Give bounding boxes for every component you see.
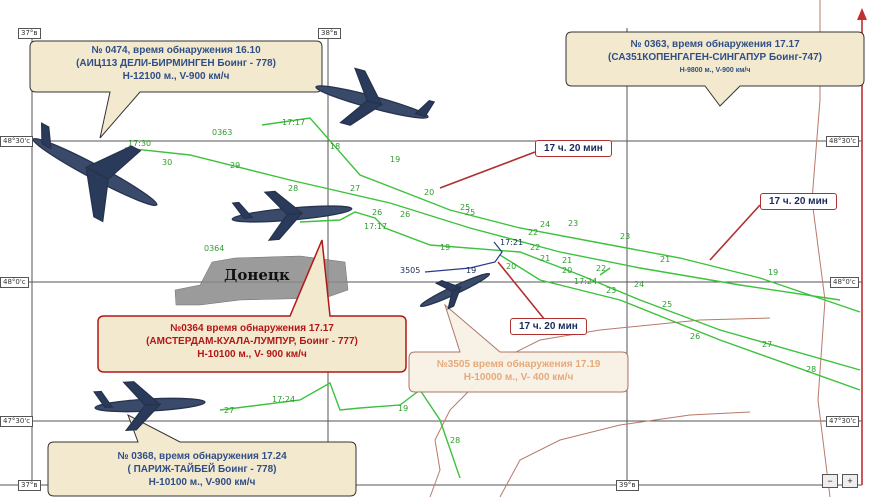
minute-mark: 25 (662, 300, 673, 309)
minute-mark: 29 (230, 161, 241, 170)
callout-0364-shape (97, 239, 407, 373)
zoom-out-button[interactable]: − (822, 474, 838, 488)
minute-mark: 25 (465, 208, 476, 217)
airplane-0474-icon (32, 122, 158, 223)
callout-0364-line2: (АМСТЕРДАМ-КУАЛА-ЛУМПУР, Боинг - 777) (146, 336, 358, 347)
minute-mark: 28 (450, 436, 461, 445)
pan-button[interactable]: + (842, 474, 858, 488)
flight-tracks (124, 117, 861, 479)
minute-mark: 23 (568, 219, 579, 228)
callout-0364-line1: №0364 время обнаружения 17.17 (170, 323, 334, 334)
minute-mark: 27 (350, 184, 361, 193)
airplane-3505-icon (419, 272, 491, 310)
track-time-1717-b: 17:17 (364, 222, 388, 231)
track-time-1724-b: 17:24 (272, 395, 296, 404)
callout-3505-line2: Н-10000 м., V- 400 км/ч (463, 372, 574, 383)
callout-shapes (29, 31, 865, 497)
callout-0363-line3: Н-9800 м., V-900 км/ч (679, 67, 751, 74)
callout-0474-shape (29, 40, 323, 139)
minute-mark: 28 (288, 184, 299, 193)
lat-label-47-30-right: 47°30'с (826, 416, 860, 427)
minute-mark: 20 (562, 266, 573, 275)
track-time-1730: 17:30 (128, 139, 152, 148)
minute-mark: 26 (400, 210, 411, 219)
callout-0363: № 0363, время обнаружения 17.17 (СА351КО… (566, 38, 864, 77)
minute-mark: 20 (506, 262, 517, 271)
minute-mark: 27 (224, 406, 235, 415)
time-pointers (439, 151, 761, 321)
lon-label-38: 38°в (318, 28, 341, 39)
minute-mark: 24 (634, 280, 645, 289)
callout-0363-line2: (СА351КОПЕНГАГЕН-СИНГАПУР Боинг-747) (608, 52, 822, 63)
track-id-0364: 0364 (204, 244, 225, 253)
callout-0368-line2: ( ПАРИЖ-ТАЙБЕЙ Боинг - 778) (127, 464, 277, 475)
minute-mark: 21 (540, 254, 551, 263)
minute-mark: 27 (762, 340, 773, 349)
minute-mark: 23 (606, 286, 617, 295)
lat-label-48-30-right: 48°30'с (826, 136, 860, 147)
callout-0368-line1: № 0368, время обнаружения 17.24 (117, 451, 287, 462)
minute-mark: 25 (460, 203, 471, 212)
track-id-0363: 0363 (212, 128, 233, 137)
minute-mark: 23 (620, 232, 631, 241)
callout-3505: №3505 время обнаружения 17.19 Н-10000 м.… (409, 358, 628, 384)
callout-0474-line1: № 0474, время обнаружения 16.10 (91, 45, 261, 56)
minute-mark: 22 (530, 243, 541, 252)
minute-mark: 19 (398, 404, 409, 413)
lon-label-37-bottom: 37°в (18, 480, 41, 491)
track-time-1721: 17:21 (500, 238, 524, 247)
callout-3505-line1: №3505 время обнаружения 17.19 (436, 359, 601, 370)
minute-mark: 20 (424, 188, 435, 197)
time-label-1720-c: 17 ч. 20 мин (510, 318, 587, 335)
minute-mark: 19 (466, 266, 477, 275)
minute-mark: 30 (162, 158, 173, 167)
airplane-0364-icon (231, 190, 353, 241)
time-label-1720-a: 17 ч. 20 мин (535, 140, 612, 157)
lat-label-48-0: 48°0'с (0, 277, 29, 288)
airplane-0363-icon (315, 67, 436, 126)
track-time-1717-a: 17:17 (282, 118, 306, 127)
callout-0363-line1: № 0363, время обнаружения 17.17 (630, 39, 800, 50)
minute-mark: 22 (528, 228, 539, 237)
callout-0474-line2: (АИЦ113 ДЕЛИ-БИРМИНГЕН Боинг - 778) (76, 58, 276, 69)
minute-mark: 18 (330, 142, 341, 151)
callout-0474: № 0474, время обнаружения 16.10 (АИЦ113 … (30, 44, 322, 83)
callout-0368: № 0368, время обнаружения 17.24 ( ПАРИЖ-… (48, 450, 356, 489)
callout-0363-shape (565, 31, 865, 107)
north-arrow-icon (857, 8, 867, 20)
callout-0364: №0364 время обнаружения 17.17 (АМСТЕРДАМ… (98, 322, 406, 361)
airplane-icons (32, 67, 491, 431)
track-3505 (424, 241, 503, 273)
track-id-3505: 3505 (400, 266, 421, 275)
track-time-1724-a: 17:24 (574, 277, 598, 286)
minute-mark: 19 (390, 155, 401, 164)
lat-label-47-30: 47°30'с (0, 416, 34, 427)
lon-label-37: 37°в (18, 28, 41, 39)
city-label-donetsk: Донецк (224, 266, 290, 284)
minute-mark: 21 (660, 255, 671, 264)
callout-3505-shape (408, 303, 629, 393)
minute-mark: 19 (440, 243, 451, 252)
lat-label-48-30: 48°30'с (0, 136, 34, 147)
time-label-1720-b: 17 ч. 20 мин (760, 193, 837, 210)
lat-label-48-0-right: 48°0'с (830, 277, 859, 288)
minute-mark: 22 (596, 264, 607, 273)
minute-mark: 28 (806, 365, 817, 374)
minute-mark: 26 (372, 208, 383, 217)
lon-label-39-bottom: 39°в (616, 480, 639, 491)
minute-mark: 19 (768, 268, 779, 277)
callout-0474-line3: Н-12100 м., V-900 км/ч (122, 71, 230, 82)
minute-mark: 26 (690, 332, 701, 341)
airplane-0368-icon (93, 381, 206, 431)
callout-0368-line3: Н-10100 м., V-900 км/ч (148, 477, 256, 488)
callout-0368-shape (47, 413, 357, 497)
callout-0364-line3: Н-10100 м., V- 900 км/ч (197, 349, 307, 360)
minute-mark: 21 (562, 256, 573, 265)
minute-mark: 24 (540, 220, 551, 229)
